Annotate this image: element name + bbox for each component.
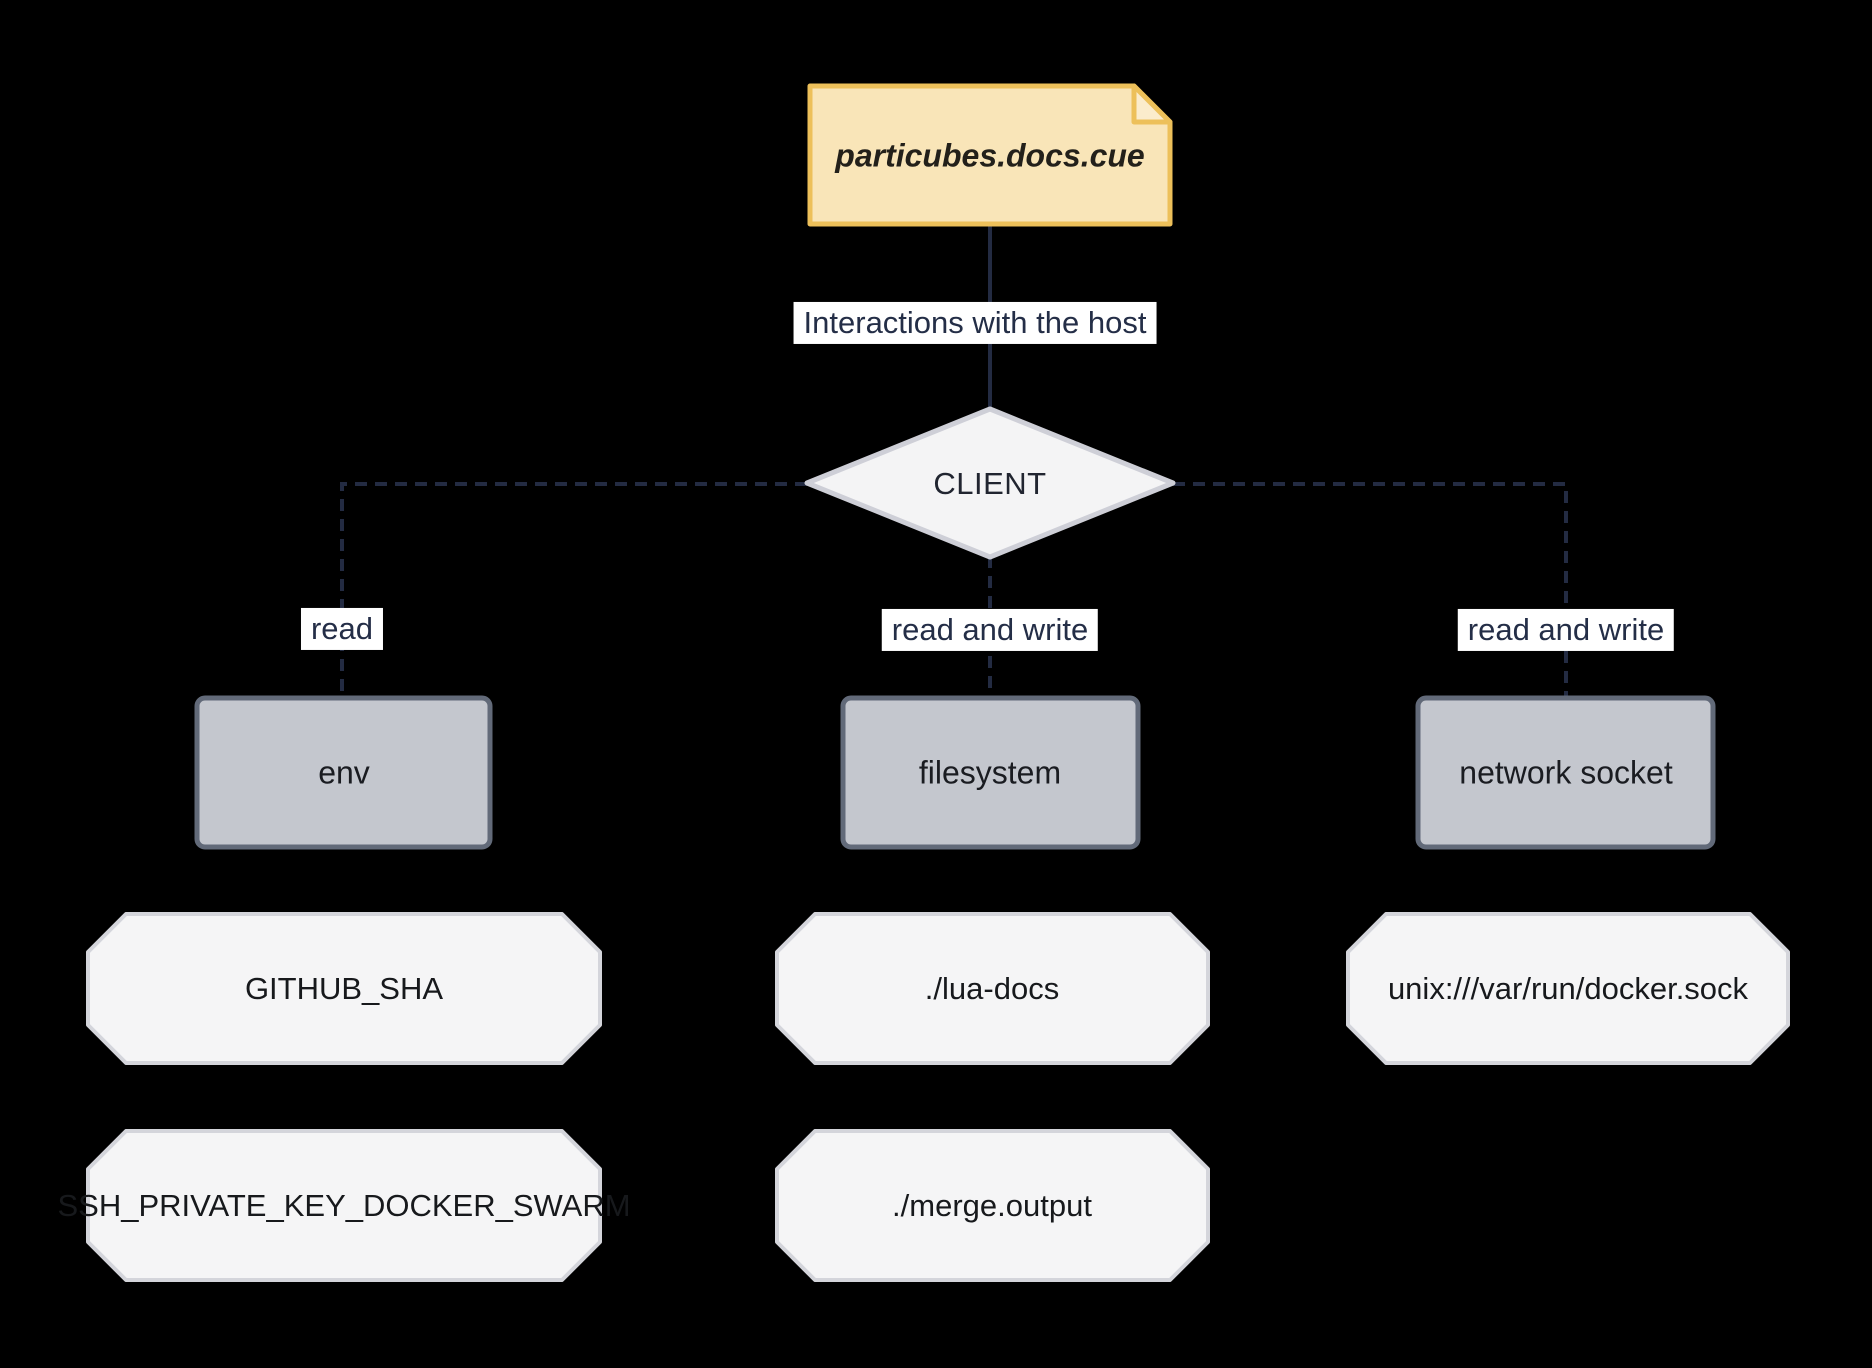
note-label: particubes.docs.cue [835, 137, 1145, 174]
edge-label-interactions: Interactions with the host [793, 301, 1157, 345]
network-socket-label: network socket [1459, 754, 1673, 791]
client-diamond-shape [804, 406, 1176, 560]
filesystem-label: filesystem [918, 754, 1062, 791]
lua-docs-hexagon-shape [775, 912, 1210, 1065]
edge-label-read-write-network: read and write [1457, 608, 1675, 652]
note-shape [807, 83, 1173, 227]
docker-socket-hexagon-shape [1346, 912, 1790, 1065]
env-label: env [318, 754, 370, 791]
note-fold-corner [1131, 83, 1173, 125]
docker-socket-label: unix:///var/run/docker.sock [1387, 970, 1749, 1006]
env-box-shape [194, 695, 493, 850]
merge-output-hexagon-shape [775, 1129, 1210, 1282]
edge-client-to-network-socket [1173, 482, 1568, 697]
filesystem-box-shape [840, 695, 1141, 850]
ssh-private-key-label: SSH_PRIVATE_KEY_DOCKER_SWARM [57, 1187, 631, 1223]
client-label: CLIENT [933, 465, 1047, 501]
ssh-private-key-hexagon-shape [86, 1129, 602, 1282]
network-socket-box-shape [1415, 695, 1716, 850]
edge-label-read-write-filesystem: read and write [881, 608, 1099, 652]
edge-client-to-env [340, 482, 807, 697]
github-sha-hexagon-shape [86, 912, 602, 1065]
edge-label-read: read [300, 607, 384, 651]
github-sha-label: GITHUB_SHA [244, 970, 444, 1006]
merge-output-label: ./merge.output [892, 1187, 1092, 1223]
lua-docs-label: ./lua-docs [924, 970, 1060, 1006]
